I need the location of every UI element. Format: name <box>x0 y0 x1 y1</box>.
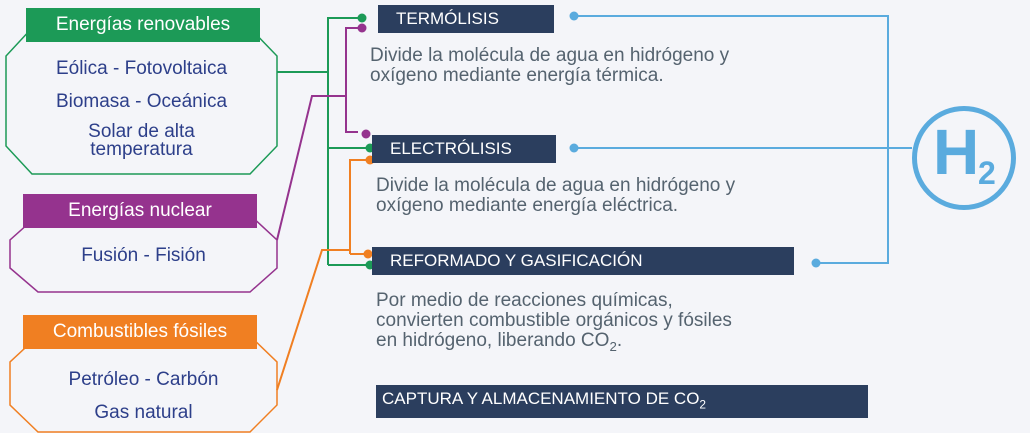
fossil-box <box>9 335 278 433</box>
renewables-connector <box>277 17 366 266</box>
fossil-title-bg <box>23 315 257 349</box>
h2-dot-termolisis <box>569 11 579 21</box>
h2-dot-electrolisis <box>569 143 579 153</box>
process-electrolisis-title: ELECTRÓLISIS <box>372 135 556 163</box>
hydrogen-letter: H <box>933 116 980 188</box>
hydrogen-connector <box>574 15 912 264</box>
renewables-item: Solar de alta <box>88 121 195 142</box>
process-electrolisis-desc: Divide la molécula de agua en hidrógeno … <box>376 175 736 196</box>
hydrogen-subscript: 2 <box>978 155 996 191</box>
renewables-dot-termolisis <box>357 13 367 23</box>
renewables-item: temperatura <box>90 139 193 160</box>
nuclear-title-bg <box>23 194 257 228</box>
fossil-item: Petróleo - Carbón <box>68 369 219 390</box>
renewables-item: Eólica - Fotovoltaica <box>55 58 228 79</box>
nuclear-dot-termolisis <box>357 23 367 33</box>
renewables-title-bg <box>26 8 260 42</box>
fossil-dot-reformado <box>363 249 373 259</box>
renewables-title: Energías renovables <box>55 14 231 35</box>
capture-title: CAPTURA Y ALMACENAMIENTO DE CO2 <box>376 385 868 419</box>
fossil-connector <box>276 159 366 391</box>
nuclear-connector <box>276 27 358 241</box>
renewables-item: Biomasa - Oceánica <box>55 91 228 112</box>
fossil-item: Gas natural <box>94 402 193 423</box>
nuclear-title: Energías nuclear <box>68 200 212 221</box>
process-termolisis-desc: oxígeno mediante energía térmica. <box>370 65 664 86</box>
process-termolisis-title: TERMÓLISIS <box>378 5 554 33</box>
process-termolisis-desc: Divide la molécula de agua en hidrógeno … <box>370 45 730 66</box>
process-reformado-desc: convierten combustible orgánicos y fósil… <box>376 310 732 331</box>
process-electrolisis-desc: oxígeno mediante energía eléctrica. <box>376 195 679 216</box>
hydrogen-symbol: H 2 <box>912 106 1016 210</box>
process-reformado-desc: en hidrógeno, liberando CO2. <box>376 330 623 354</box>
nuclear-dot-electrolisis <box>361 129 371 139</box>
process-reformado-desc: Por medio de reacciones químicas, <box>376 290 673 311</box>
fossil-title: Combustibles fósiles <box>52 321 228 342</box>
h2-dot-reformado <box>811 258 821 268</box>
nuclear-box <box>9 214 278 293</box>
nuclear-item: Fusión - Fisión <box>81 245 206 266</box>
process-reformado-title: REFORMADO Y GASIFICACIÓN <box>372 247 794 275</box>
